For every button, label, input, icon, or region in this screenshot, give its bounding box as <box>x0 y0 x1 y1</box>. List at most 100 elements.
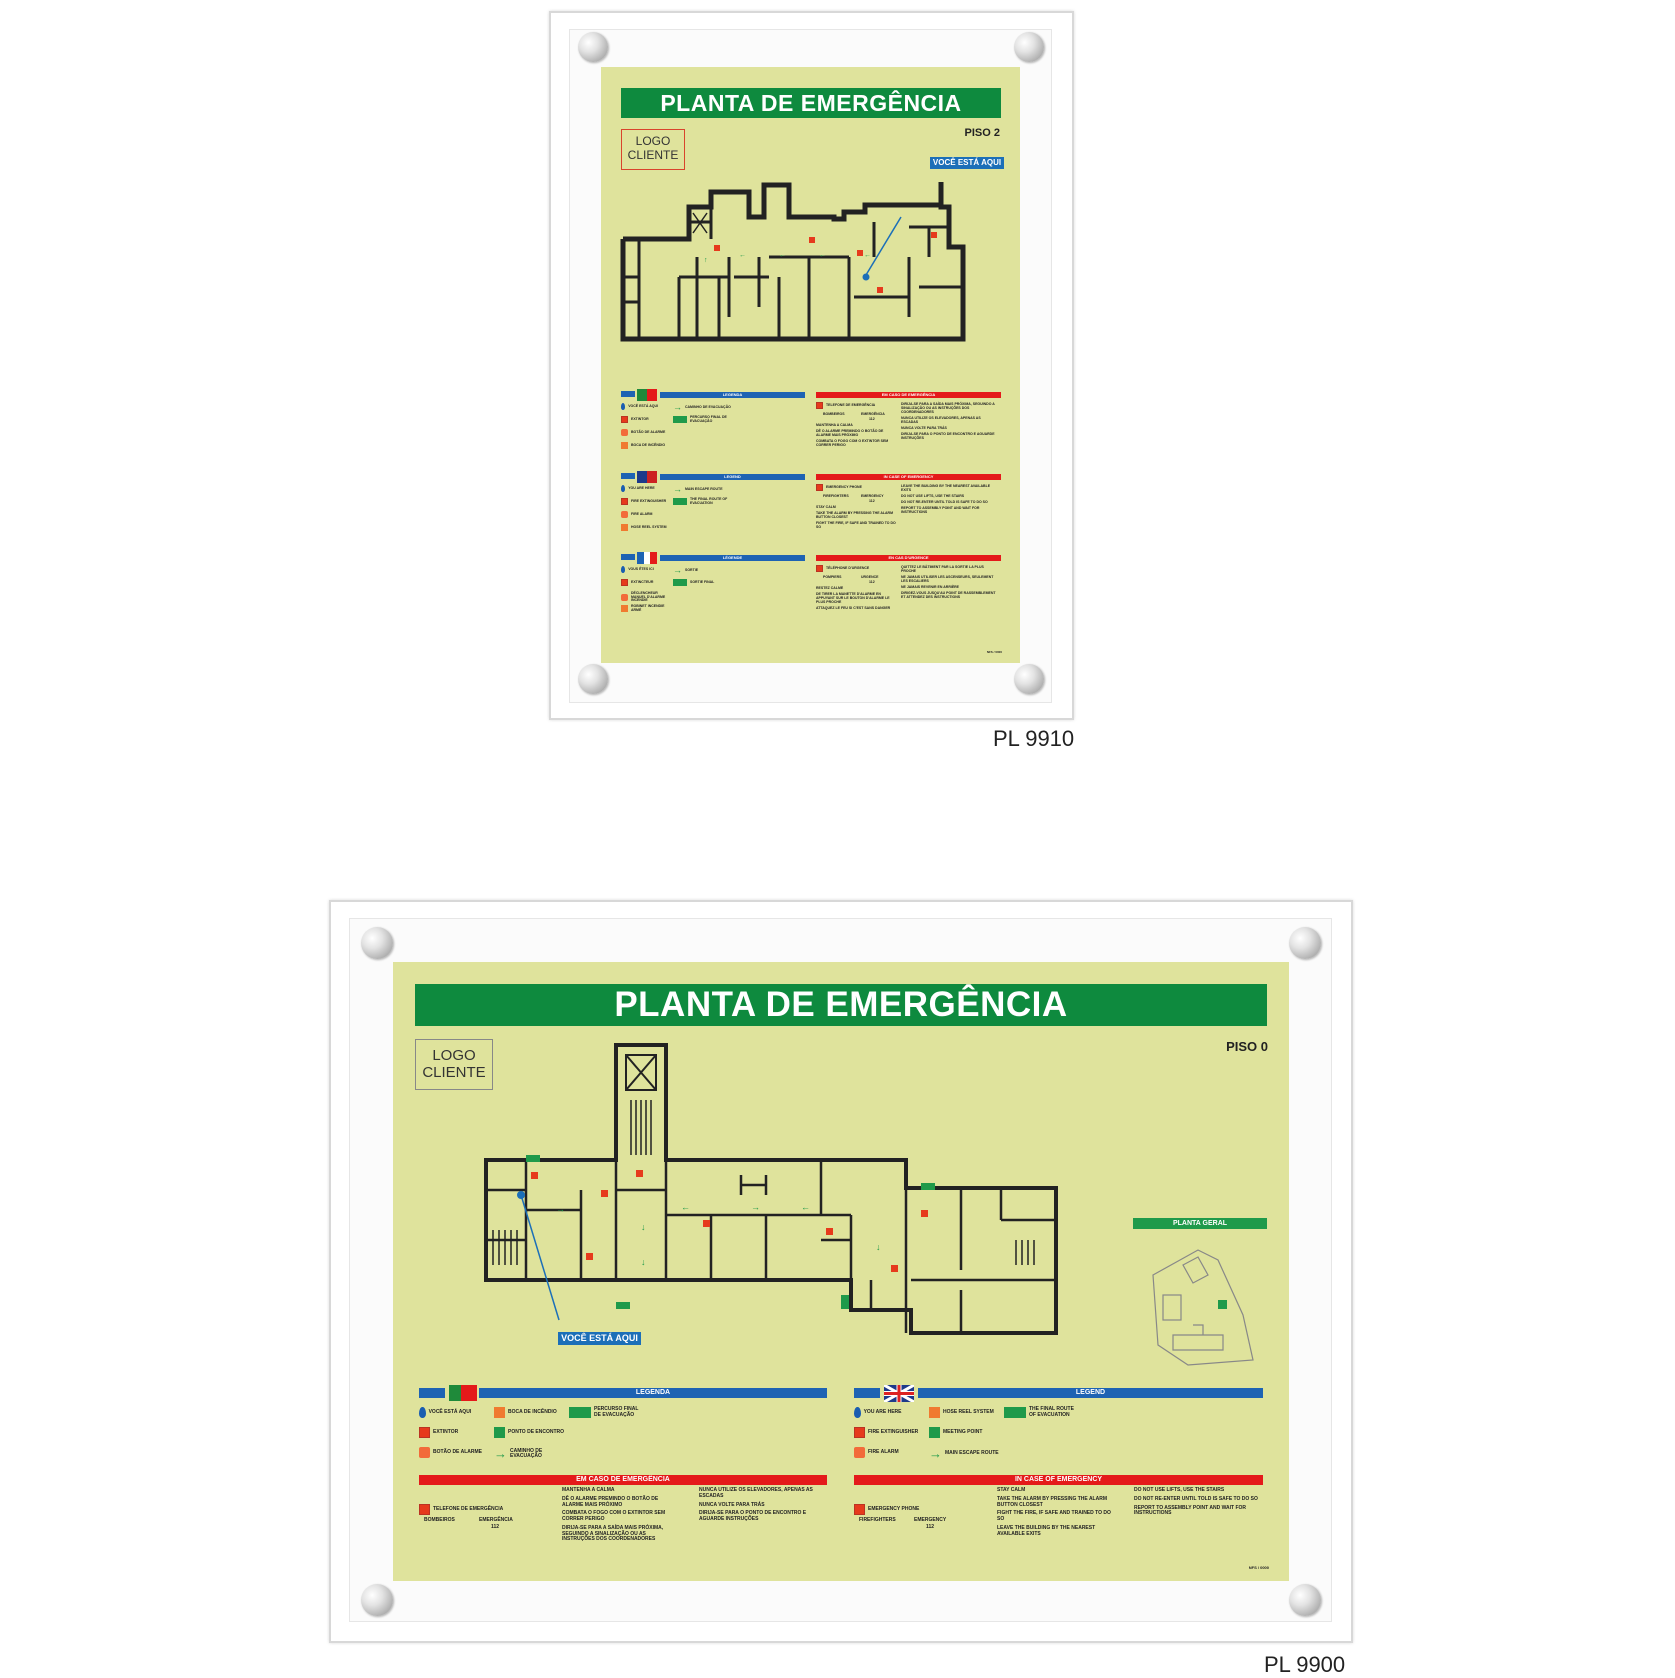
instruction: STAY CALM <box>816 505 836 509</box>
instruction: DÊ O ALARME PREMINDO O BOTÃO DE ALARME M… <box>816 429 884 438</box>
meeting-point-icon <box>494 1427 505 1438</box>
escape-route-arrow-icon: → <box>673 565 682 575</box>
mounting-screw <box>1014 664 1044 694</box>
instruction-list: NUNCA UTILIZE OS ELEVADORES, APENAS AS E… <box>699 1487 827 1523</box>
fire-alarm-icon <box>854 1447 865 1458</box>
legend-item: YOU ARE HERE <box>854 1407 926 1418</box>
legend-item: THE FINAL ROUTE OF EVACUATION <box>673 497 733 506</box>
instruction: NUNCA VOLTE PARA TRÁS <box>699 1501 765 1508</box>
legend-item: HOSE REEL SYSTEM <box>621 524 669 531</box>
logo-line: CLIENTE <box>627 147 679 162</box>
emergency-bar: EM CASO DE EMERGÊNCIA <box>816 392 1001 398</box>
floor-label: PISO 2 <box>964 127 1000 139</box>
escape-route-arrow-icon: → <box>929 1446 942 1461</box>
emergency-phone: EMERGENCY PHONE <box>854 1504 919 1515</box>
legend-item-label: CAMINHO DE EVACUAÇÃO <box>685 404 731 409</box>
legend-item-label: PERCURSO FINAL DE EVACUAÇÃO <box>594 1406 639 1418</box>
you-are-here-icon <box>419 1407 426 1418</box>
legend-item-label: YOU ARE HERE <box>863 1408 902 1415</box>
legend-item-label: FIRE EXTINGUISHER <box>868 1428 919 1435</box>
meeting-point-icon <box>929 1427 940 1438</box>
instruction: DO NOT RE-ENTER UNTIL TOLD IS SAFE TO DO… <box>1134 1495 1258 1502</box>
phone-icon <box>816 402 823 409</box>
instruction: DIRIJA-SE PARA O PONTO DE ENCONTRO E AGU… <box>699 1510 807 1522</box>
legend-item: FIRE ALARM <box>621 511 669 518</box>
you-are-here-icon <box>854 1407 861 1418</box>
you-are-here-icon <box>621 566 626 573</box>
legend-item-label: DÉCLENCHEUR MANUEL D'ALARME INCENDIE <box>631 591 666 603</box>
instruction: MANTENHA A CALMA <box>816 423 853 427</box>
svg-text:↓: ↓ <box>876 1242 881 1252</box>
phone-col: POMPIERS <box>823 575 842 579</box>
phone-col: EMERGÊNCIA <box>479 1517 513 1523</box>
legend-item: BOCA DE INCÊNDIO <box>621 442 669 449</box>
legend-item-label: THE FINAL ROUTE OF EVACUATION <box>690 497 728 505</box>
instruction: QUITTEZ LE BÂTIMENT PAR LA SORTIE LA PLU… <box>901 565 984 574</box>
legend-item-label: VOUS ÊTES ICI <box>628 566 654 571</box>
legend-item-label: EXTINTOR <box>631 416 649 421</box>
emergency-phone: TÉLÉPHONE D'URGENCE <box>816 565 869 572</box>
client-logo: LOGO CLIENTE <box>621 129 685 170</box>
legend-item-label: BOTÃO DE ALARME <box>631 429 666 434</box>
phone-col: BOMBEIROS <box>823 412 845 416</box>
instruction-list: LEAVE THE BUILDING BY THE NEAREST AVAILA… <box>901 484 997 514</box>
instruction: STAY CALM <box>997 1487 1026 1493</box>
legend-item: BOTÃO DE ALARME <box>621 429 669 436</box>
floor-plan: ←←←←↑ <box>620 182 966 342</box>
instruction: NE JAMAIS UTILISER LES ASCENSEURS, SEULE… <box>901 575 994 584</box>
instruction: DO NOT USE LIFTS, USE THE STAIRS <box>901 494 965 499</box>
legend-item: →MAIN ESCAPE ROUTE <box>929 1447 1001 1461</box>
legend-item-label: BOCA DE INCÊNDIO <box>631 442 666 447</box>
legend-item: HOSE REEL SYSTEM <box>929 1407 1001 1418</box>
svg-text:←: ← <box>739 252 746 259</box>
sign-title: PLANTA DE EMERGÊNCIA <box>621 88 1001 118</box>
legend-item-label: HOSE REEL SYSTEM <box>943 1408 994 1415</box>
site-plan-map <box>1152 1249 1254 1366</box>
language-flag <box>621 552 657 564</box>
emergency-number: 112 <box>869 499 875 503</box>
svg-text:↓: ↓ <box>641 1257 646 1267</box>
sign-title: PLANTA DE EMERGÊNCIA <box>415 984 1267 1026</box>
floor-label: PISO 0 <box>1226 1039 1268 1054</box>
legend-item-label: THE FINAL ROUTE OF EVACUATION <box>1029 1406 1074 1418</box>
legend-item: PERCURSO FINAL DE EVACUAÇÃO <box>569 1407 641 1418</box>
logo-line: CLIENTE <box>422 1064 486 1082</box>
instruction: MANTENHA A CALMA <box>562 1487 615 1493</box>
legend-item-label: SORTIE FINAL <box>690 579 715 584</box>
legend-item: THE FINAL ROUTE OF EVACUATION <box>1004 1407 1076 1418</box>
instruction: REPORT TO ASSEMBLY POINT AND WAIT FOR IN… <box>901 506 980 515</box>
legend-item-label: HOSE REEL SYSTEM <box>631 524 667 529</box>
phone-col: EMERGÊNCIA <box>861 412 885 416</box>
fire-alarm-icon <box>621 511 628 518</box>
legend-item-label: EXTINTOR <box>433 1428 459 1435</box>
legend-item: MEETING POINT <box>929 1427 1001 1438</box>
fire-alarm-icon <box>419 1447 430 1458</box>
phone-col: EMERGENCY <box>914 1517 947 1523</box>
logo-line: LOGO <box>635 134 671 148</box>
instruction: NUNCA UTILIZE OS ELEVADORES, APENAS AS E… <box>901 416 981 425</box>
legend-item: FIRE EXTINGUISHER <box>621 498 669 505</box>
legend-item-label: SORTIE <box>685 567 699 572</box>
final-exit-icon <box>673 416 687 424</box>
mounting-screw <box>1289 1584 1321 1616</box>
legend-item: EXTINTOR <box>621 416 669 423</box>
client-logo: LOGO CLIENTE <box>415 1039 493 1090</box>
phone-icon <box>816 484 823 491</box>
escape-route-arrow-icon: → <box>494 1446 507 1461</box>
final-exit-icon <box>673 498 687 506</box>
instruction: NE JAMAIS REVENIR EN ARRIÈRE <box>901 585 960 590</box>
footer-code: NFS / 0000 <box>1248 1565 1269 1570</box>
legend-item-label: VOCÊ ESTÁ AQUI <box>428 1408 472 1415</box>
instruction: DÊ O ALARME PREMINDO O BOTÃO DE ALARME M… <box>562 1495 659 1508</box>
legend-bar: LEGENDA <box>660 392 805 398</box>
svg-text:→: → <box>751 1202 760 1212</box>
legend-item-label: PONTO DE ENCONTRO <box>508 1428 565 1435</box>
phone-label: TELEFONE DE EMERGÊNCIA <box>433 1505 504 1512</box>
final-exit-icon <box>1004 1407 1026 1418</box>
mounting-screw <box>578 32 608 62</box>
emergency-number: 112 <box>869 580 875 584</box>
legend-bar-en: LEGEND <box>918 1388 1263 1398</box>
site-plan-title: PLANTA GERAL <box>1133 1218 1267 1229</box>
